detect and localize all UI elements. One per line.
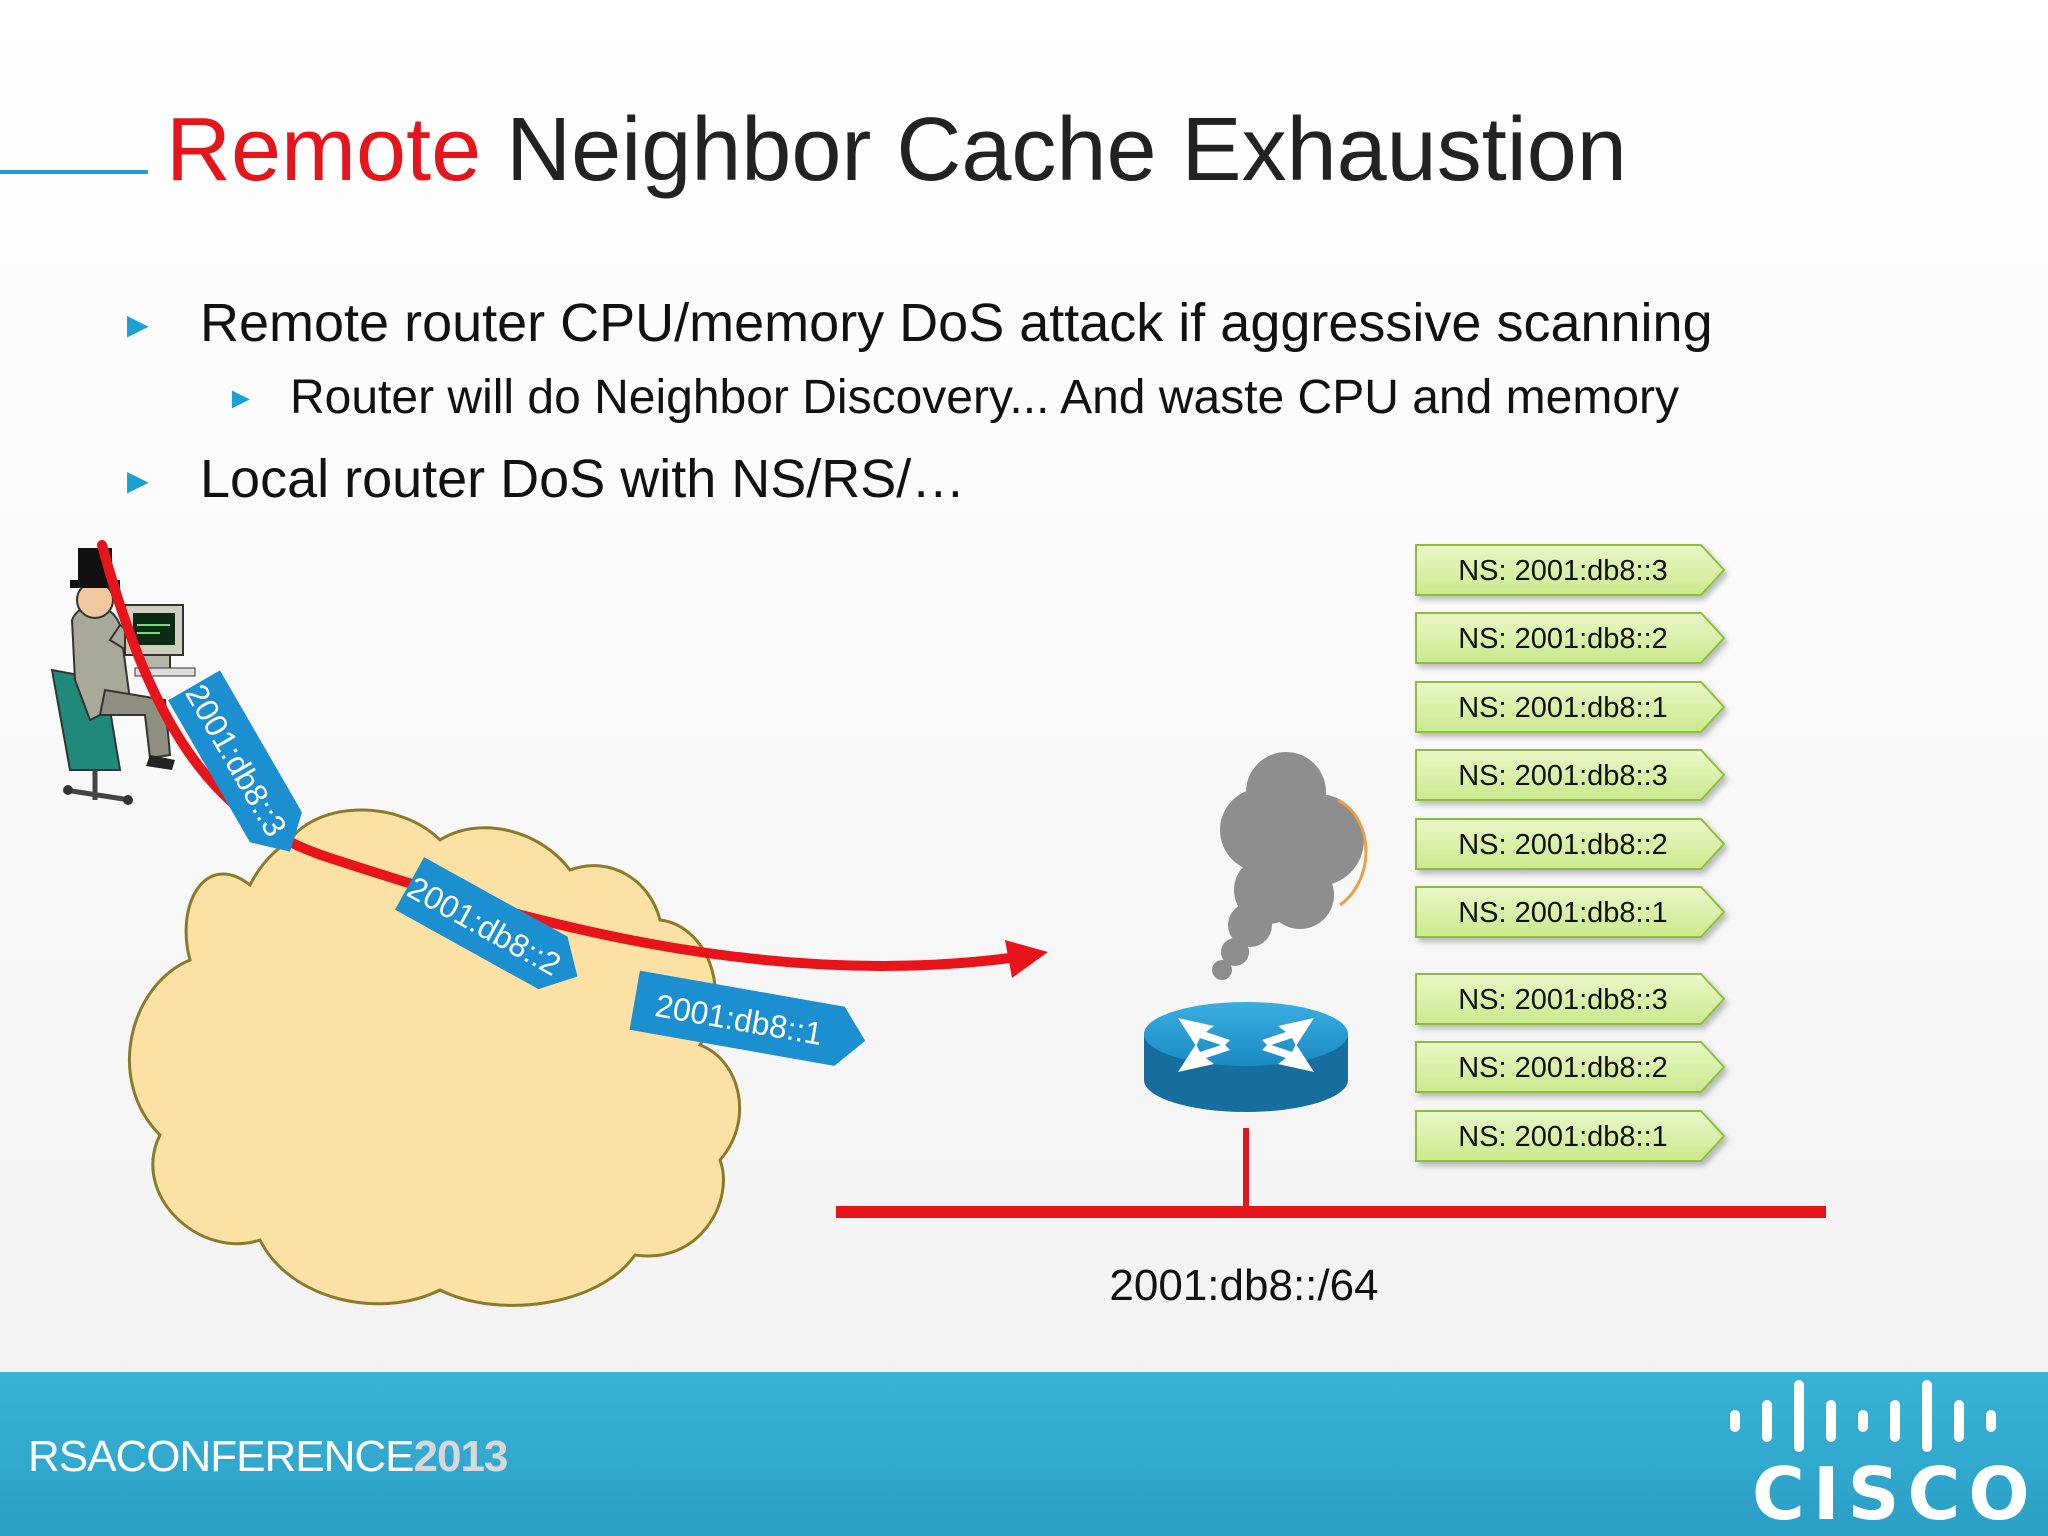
ns-message: NS: 2001:db8::3 [1415, 973, 1726, 1025]
ns-message-label: NS: 2001:db8::1 [1458, 692, 1668, 724]
ns-message-label: NS: 2001:db8::2 [1458, 1052, 1668, 1084]
ns-message-label: NS: 2001:db8::2 [1458, 829, 1668, 861]
hacker-at-terminal-icon [50, 548, 196, 805]
ns-message: NS: 2001:db8::1 [1415, 886, 1726, 938]
ns-message-list: NS: 2001:db8::3 NS: 2001:db8::2 NS: 2001… [1415, 544, 1726, 1162]
title-accent: Remote [166, 100, 482, 200]
smoke-icon [1212, 752, 1368, 980]
slide-title: Remote Neighbor Cache Exhaustion [166, 96, 1627, 204]
cisco-wordmark: CISCO [1752, 1452, 2038, 1536]
ns-message-label: NS: 2001:db8::3 [1458, 984, 1668, 1016]
title-rule [0, 170, 148, 174]
ns-message: NS: 2001:db8::3 [1415, 544, 1726, 596]
footer-band [0, 1372, 2048, 1536]
attack-path-arrowhead [1005, 940, 1048, 978]
attack-path [97, 540, 1015, 971]
title-rest: Neighbor Cache Exhaustion [481, 100, 1627, 200]
bullet-text: Router will do Neighbor Discovery... And… [290, 371, 1679, 424]
router-icon [1144, 1002, 1348, 1112]
bullet-arrow-icon: ► [120, 304, 156, 345]
cisco-bars-icon [1730, 1380, 1996, 1452]
bullet-arrow-icon: ► [120, 460, 156, 501]
conference-year: 2013 [413, 1432, 509, 1481]
bullet-arrow-icon: ► [226, 382, 256, 415]
bullet-text: Remote router CPU/memory DoS attack if a… [200, 293, 1713, 353]
ns-message-label: NS: 2001:db8::2 [1458, 623, 1668, 655]
ns-message-label: NS: 2001:db8::1 [1458, 1121, 1668, 1153]
conference-logo: RSACONFERENCE2013 [28, 1432, 509, 1482]
ns-message: NS: 2001:db8::2 [1415, 1041, 1726, 1093]
ns-message-label: NS: 2001:db8::1 [1458, 897, 1668, 929]
packet-arrow: 2001:db8::3 [168, 670, 302, 852]
attack-diagram: 2001:db8::3 2001:db8::2 2001:db8::1 2001… [50, 540, 1826, 1310]
ns-message-label: NS: 2001:db8::3 [1458, 555, 1668, 587]
ns-message: NS: 2001:db8::1 [1415, 681, 1726, 733]
conference-name: RSACONFERENCE [28, 1432, 414, 1481]
ns-message: NS: 2001:db8::2 [1415, 818, 1726, 870]
bullet-text: Local router DoS with NS/RS/… [200, 449, 966, 509]
subnet-label: 2001:db8::/64 [1109, 1261, 1378, 1310]
ns-message-label: NS: 2001:db8::3 [1458, 760, 1668, 792]
ns-message: NS: 2001:db8::2 [1415, 612, 1726, 664]
ns-message: NS: 2001:db8::3 [1415, 749, 1726, 801]
ns-message: NS: 2001:db8::1 [1415, 1110, 1726, 1162]
